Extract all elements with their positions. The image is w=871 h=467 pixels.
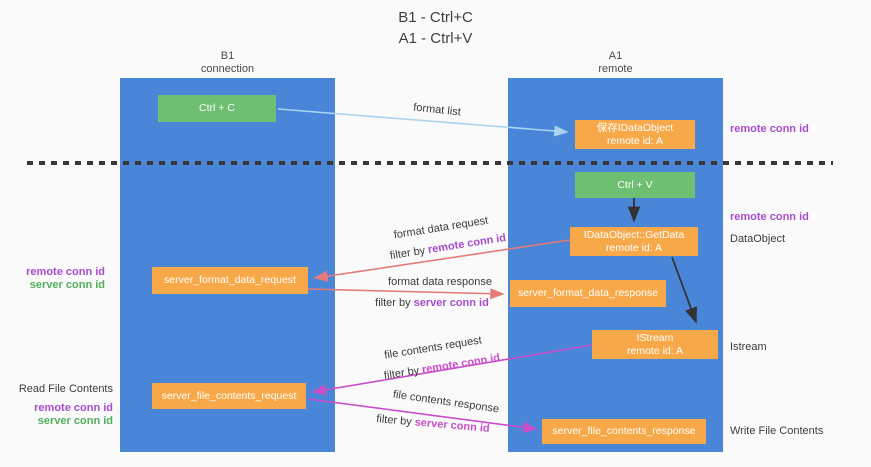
lane-a1-name: A1 [608, 50, 623, 62]
node-server-file-contents-request: server_file_contents_request [152, 383, 306, 409]
filter-by-text: filter by [383, 364, 421, 383]
node-ctrl-v: Ctrl + V [575, 172, 695, 198]
node-file-request-label: server_file_contents_request [161, 389, 297, 402]
node-server-file-contents-response: server_file_contents_response [542, 419, 706, 444]
filter-by-text: filter by [375, 297, 411, 309]
filter-by-text: filter by [375, 413, 413, 429]
lane-b1-name: B1 [220, 50, 235, 62]
node-istream-line2: remote id: A [626, 344, 684, 357]
annotation-remote-conn-id-left: remote conn id [26, 266, 105, 278]
node-istream: IStream remote id: A [592, 330, 718, 359]
server-conn-id-text: server conn id [413, 297, 489, 309]
remote-conn-id-text: remote conn id [427, 231, 507, 257]
diagram-title: B1 - Ctrl+C A1 - Ctrl+V [0, 7, 871, 49]
lane-header-b1: B1 connection [120, 50, 335, 76]
annotation-dataobject: DataObject [730, 233, 786, 245]
annotation-server-conn-id-left: server conn id [29, 279, 105, 291]
node-ctrl-v-label: Ctrl + V [617, 178, 653, 191]
lane-b1-role: connection [200, 63, 255, 75]
title-line-1: B1 - Ctrl+C [398, 9, 473, 26]
annotation-remote-conn-id-bottom-left: remote conn id [34, 402, 113, 414]
node-save-idataobject-line1: 保存IDataObject [596, 122, 674, 134]
format-list-label: format list [412, 101, 462, 119]
node-save-idataobject-line2: remote id: A [606, 134, 664, 147]
format-data-response-arrow [307, 288, 505, 300]
node-format-response-label: server_format_data_response [517, 287, 659, 300]
lane-a1-role: remote [598, 63, 633, 75]
annotation-write-file-contents: Write File Contents [730, 425, 824, 437]
annotation-left-conn-ids: remote conn id server conn id [10, 266, 105, 292]
remote-conn-id-text: remote conn id [421, 351, 501, 377]
node-format-request-label: server_format_data_request [164, 274, 296, 287]
file-contents-response-label: file contents response [392, 388, 500, 416]
node-getdata-line1: IDataObject::GetData [583, 229, 685, 241]
node-ctrl-c: Ctrl + C [158, 95, 276, 122]
title-line-2: A1 - Ctrl+V [398, 30, 473, 47]
annotation-server-conn-id-bottom-left: server conn id [37, 415, 113, 427]
node-getdata-line2: remote id: A [605, 241, 663, 254]
annotation-istream: Istream [730, 341, 767, 353]
annotation-read-file-contents: Read File Contents [18, 383, 113, 395]
annotation-read-file-contents-group: Read File Contents remote conn id server… [10, 383, 113, 428]
node-istream-line1: IStream [636, 332, 674, 344]
annotation-remote-conn-id-mid: remote conn id [730, 211, 809, 223]
lane-header-a1: A1 remote [508, 50, 723, 76]
node-server-format-data-response: server_format_data_response [510, 280, 666, 307]
format-data-response-label: format data response [388, 276, 492, 288]
node-file-response-label: server_file_contents_response [552, 425, 696, 438]
node-idataobject-getdata: IDataObject::GetData remote id: A [570, 227, 698, 256]
phase-separator-dashed-line [27, 161, 833, 165]
node-ctrl-c-label: Ctrl + C [199, 102, 235, 115]
node-save-idataobject: 保存IDataObject remote id: A [575, 120, 695, 149]
annotation-remote-conn-id-top: remote conn id [730, 123, 809, 135]
node-server-format-data-request: server_format_data_request [152, 267, 308, 294]
filter-by-text: filter by [389, 244, 427, 263]
server-conn-id-text: server conn id [414, 416, 491, 435]
